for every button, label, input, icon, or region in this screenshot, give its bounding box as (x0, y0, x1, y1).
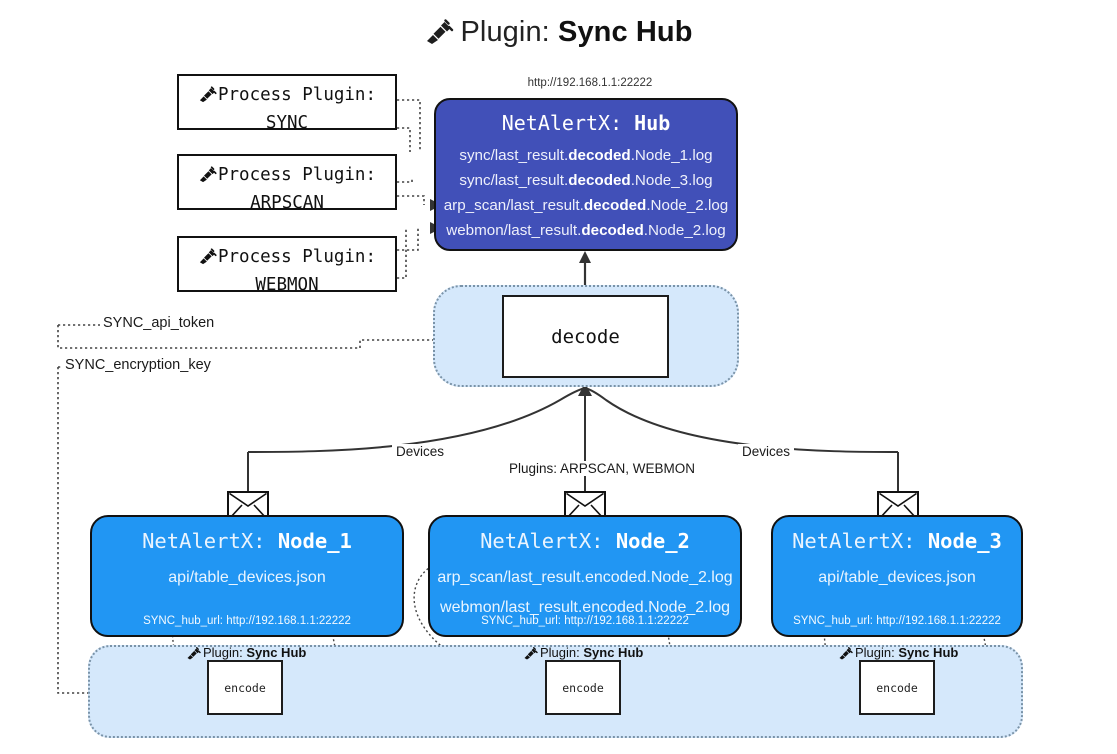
plug-icon (198, 166, 217, 191)
hub-output-row: sync/last_result.decoded.Node_1.log (459, 147, 713, 164)
hub-output-row: webmon/last_result.decoded.Node_2.log (446, 222, 726, 239)
node-card-node-1[interactable]: NetAlertX: Node_1 api/table_devices.json… (90, 515, 404, 637)
plug-icon (198, 86, 217, 111)
plug-icon (186, 647, 201, 663)
process-plugin-sync[interactable]: Process Plugin: SYNC (177, 74, 397, 133)
hub-url-label: http://192.168.1.1:22222 (527, 77, 653, 89)
node-artifact-list: arp_scan/last_result.encoded.Node_2.log … (430, 563, 740, 623)
plug-icon (523, 647, 538, 663)
node-title: NetAlertX: Node_3 (792, 529, 1002, 553)
node-hub-url: SYNC_hub_url: http://192.168.1.1:22222 (793, 615, 1001, 627)
plug-icon (198, 248, 217, 273)
page-title-value: Sync Hub (558, 16, 693, 48)
hub-card[interactable]: NetAlertX: Hub sync/last_result.decoded.… (434, 98, 738, 251)
node-artifact: api/table_devices.json (168, 569, 326, 586)
node-hub-url: SYNC_hub_url: http://192.168.1.1:22222 (143, 615, 351, 627)
encoder-caption: Plugin: Sync Hub (838, 645, 958, 663)
hub-output-row: sync/last_result.decoded.Node_3.log (459, 172, 713, 189)
plug-icon (838, 647, 853, 663)
edge-label-sync-encryption-key: SYNC_encryption_key (62, 357, 214, 373)
process-plugin-line1: Process Plugin: (217, 247, 377, 267)
encode-box[interactable]: encode (859, 660, 935, 715)
hub-title-prefix: NetAlertX: (501, 111, 623, 135)
hub-output-list: sync/last_result.decoded.Node_1.log sync… (436, 143, 736, 243)
node-artifact: arp_scan/last_result.encoded.Node_2.log (437, 569, 733, 586)
hub-title: NetAlertX: Hub (436, 111, 736, 135)
encoder-caption: Plugin: Sync Hub (523, 645, 643, 663)
node-card-node-2[interactable]: NetAlertX: Node_2 arp_scan/last_result.e… (428, 515, 742, 637)
plug-icon (424, 19, 454, 53)
edge-label-sync-api-token: SYNC_api_token (100, 315, 218, 331)
process-plugin-line1: Process Plugin: (217, 85, 377, 105)
process-plugin-line2: SYNC (265, 113, 309, 134)
decode-box[interactable]: decode (502, 295, 669, 378)
page-title-label: Plugin: (460, 16, 550, 48)
node-artifact: api/table_devices.json (818, 569, 976, 586)
node-artifact-list: api/table_devices.json (773, 563, 1021, 593)
process-plugin-arpscan[interactable]: Process Plugin: ARPSCAN (177, 154, 397, 213)
encode-box[interactable]: encode (545, 660, 621, 715)
process-plugin-line1: Process Plugin: (217, 165, 377, 185)
process-plugin-line2: ARPSCAN (250, 193, 324, 214)
node-title: NetAlertX: Node_1 (142, 529, 352, 553)
node-hub-url: SYNC_hub_url: http://192.168.1.1:22222 (481, 615, 689, 627)
flow-label-right-devices: Devices (738, 444, 795, 459)
flow-label-left-devices: Devices (392, 444, 449, 459)
node-title: NetAlertX: Node_2 (480, 529, 690, 553)
encoder-caption: Plugin: Sync Hub (186, 645, 306, 663)
process-plugin-webmon[interactable]: Process Plugin: WEBMON (177, 236, 397, 295)
page-title: Plugin: Sync Hub (0, 16, 1117, 53)
node-artifact: webmon/last_result.encoded.Node_2.log (440, 599, 730, 616)
node-artifact-list: api/table_devices.json (92, 563, 402, 593)
process-plugin-line2: WEBMON (255, 275, 319, 296)
node-card-node-3[interactable]: NetAlertX: Node_3 api/table_devices.json… (771, 515, 1023, 637)
hub-output-row: arp_scan/last_result.decoded.Node_2.log (443, 197, 729, 214)
encode-box[interactable]: encode (207, 660, 283, 715)
hub-title-name: Hub (634, 111, 671, 135)
flow-label-center-plugins: Plugins: ARPSCAN, WEBMON (505, 461, 700, 476)
